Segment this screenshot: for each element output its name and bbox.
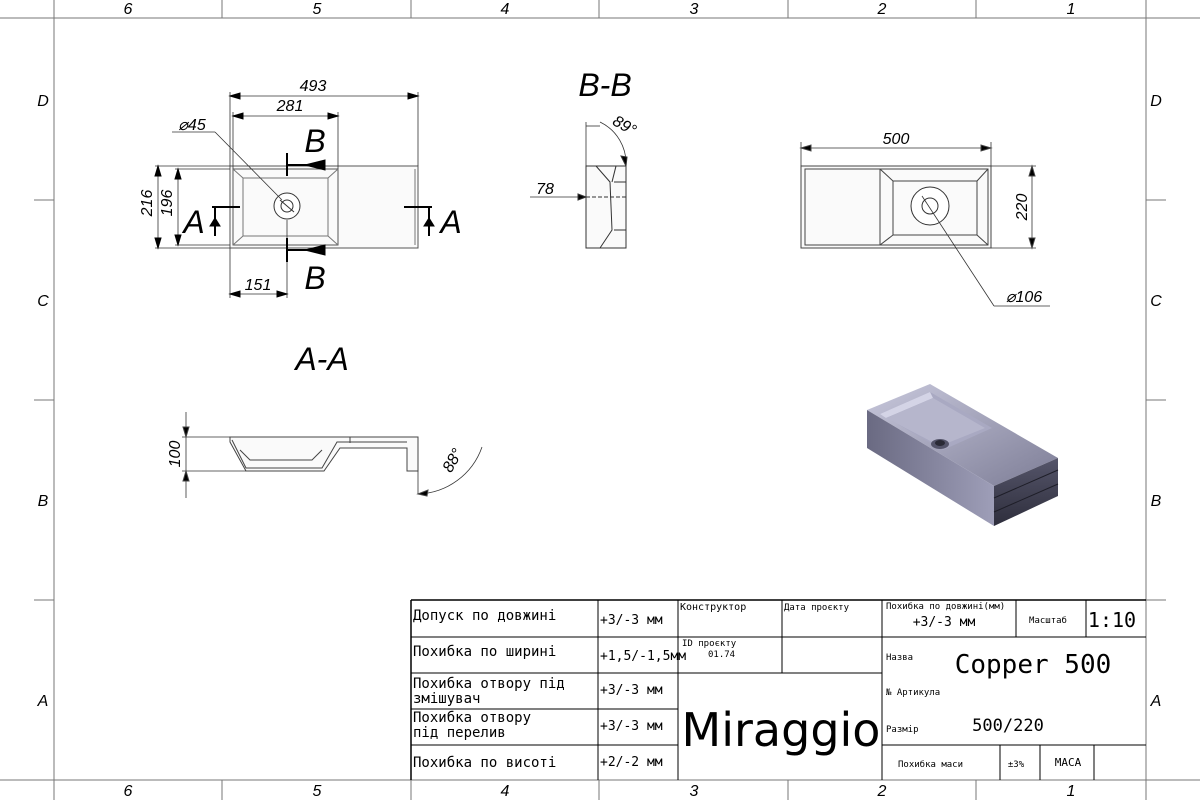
dim-drain-diameter: ⌀106 [1006,289,1042,306]
tol-value-1: +3/-3 мм [600,613,663,628]
col-label-6-bottom: 6 [124,783,133,800]
col-label-3: 3 [690,1,699,18]
length-error-value: +3/-3 мм [913,615,976,630]
tol-label-5: Похибка по висоті [413,755,556,771]
sink-3d-render [867,384,1059,526]
project-id: 01.74 [708,650,735,660]
section-bb-title: B-B [578,67,631,103]
row-label-a-right: A [1150,693,1162,710]
row-label-d-right: D [1150,93,1162,110]
designer-label: Конструктор [680,602,746,613]
col-label-2-bottom: 2 [877,783,887,800]
tol-value-2: +1,5/-1,5мм [600,649,686,664]
section-aa-title: A-A [293,341,348,377]
tol-value-4: +3/-3 мм [600,719,663,734]
right-view-labels: 500 220 ⌀106 [883,131,1043,306]
row-label-b: B [38,493,49,510]
tol-value-3: +3/-3 мм [600,683,663,698]
dim-hole-diameter: ⌀45 [178,117,206,134]
section-aa-view [182,412,483,498]
title-block [410,599,1146,780]
tol-label-2: Похибка по ширині [413,644,556,660]
tol-label-4b: під перелив [413,725,506,741]
col-label-5: 5 [313,1,322,18]
tol-label-4a: Похибка отвору [413,710,531,726]
col-label-6: 6 [124,1,133,18]
section-mark-b-bottom: B [304,260,325,296]
dim-hole-offset: 151 [245,277,272,294]
mass-error-value: ±3% [1008,760,1025,770]
col-label-3-bottom: 3 [690,783,699,800]
project-id-label: ID проєкту [682,639,737,649]
title-block-text: Допуск по довжині +3/-3 мм Похибка по ши… [413,601,1136,771]
col-label-4: 4 [501,1,510,18]
right-top-view [799,142,1050,307]
col-label-1: 1 [1067,1,1076,18]
row-label-a: A [37,693,49,710]
dim-depth-inner: 196 [159,190,176,217]
dim-sink-length: 500 [883,131,910,148]
dim-sink-width: 220 [1014,194,1031,222]
size-value: 500/220 [972,716,1044,736]
section-bb-height: 78 [536,181,554,198]
frame-labels: 6 5 4 3 2 1 6 5 4 3 2 1 D C B A D C B A [37,1,1163,800]
dim-depth-outer: 216 [139,190,156,218]
scale-label: Масштаб [1029,615,1067,626]
section-bb-angle: 89° [610,113,640,140]
top-view [154,92,435,298]
row-label-c-right: C [1150,293,1162,310]
col-label-5-bottom: 5 [313,783,322,800]
project-date-label: Дата проєкту [784,603,850,613]
section-mark-b-top: B [304,123,325,159]
mass-error-label: Похибка маси [898,759,963,770]
dim-overall-length: 493 [300,78,327,95]
article-label: № Артикула [885,688,940,698]
tol-label-1: Допуск по довжині [413,608,556,624]
tol-label-3a: Похибка отвору під [413,676,565,692]
brand-name: Miraggio [682,703,881,757]
col-label-1-bottom: 1 [1067,783,1076,800]
section-mark-a-left: A [181,204,204,240]
row-label-c: C [37,293,49,310]
row-label-b-right: B [1151,493,1162,510]
mass-label: МАСА [1055,756,1082,769]
col-label-4-bottom: 4 [501,783,510,800]
tol-label-3b: змішувач [413,691,480,707]
product-name: Copper 500 [955,650,1112,680]
col-label-2: 2 [877,1,887,18]
section-aa-height: 100 [167,441,184,468]
section-aa-angle: 88° [440,446,467,476]
section-bb-view [530,121,628,249]
row-label-d: D [37,93,49,110]
tol-value-5: +2/-2 мм [600,755,663,770]
scale-value: 1:10 [1088,608,1136,632]
size-label: Размір [886,725,919,735]
length-error-label: Похибка по довжині(мм) [886,601,1005,612]
top-view-dimensions: 493 281 ⌀45 216 196 151 A A B B [139,78,462,296]
section-mark-a-right: A [438,204,461,240]
dim-bowl-length: 281 [276,98,304,115]
name-label: Назва [886,653,913,663]
